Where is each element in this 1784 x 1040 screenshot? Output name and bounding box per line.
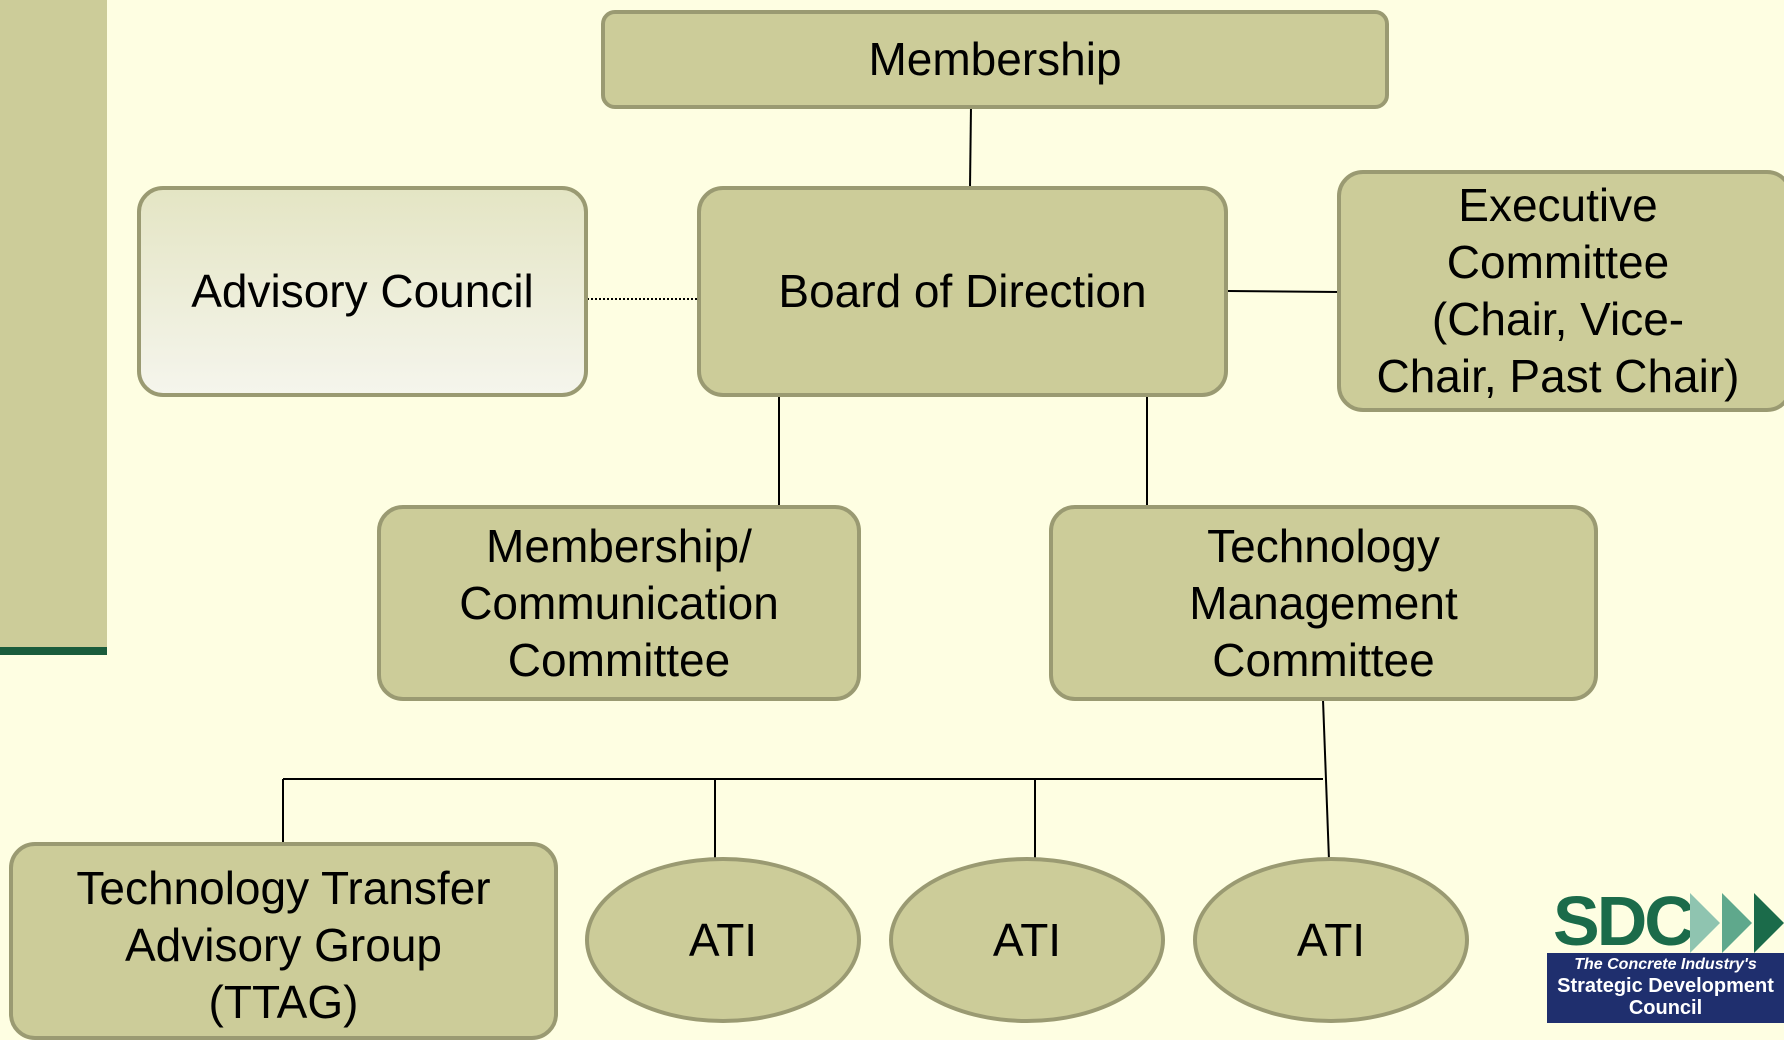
ati-3-label: ATI [1296,913,1366,966]
ttag-line-1: Technology Transfer [76,862,491,914]
connector-board-executive [1227,290,1340,293]
sdc-logo: SDC The Concrete Industry's Strategic De… [1547,882,1784,1023]
sdc-logo-top: SDC [1547,882,1784,960]
sdc-logo-banner: The Concrete Industry's Strategic Develo… [1547,953,1784,1023]
board-of-direction-box: Board of Direction [697,186,1228,397]
board-of-direction-label: Board of Direction [778,265,1147,317]
membership-communication-line-1: Membership/ [486,519,752,572]
left-accent-underline [0,647,107,655]
ati-2-ellipse: ATI [889,857,1165,1023]
advisory-council-box: Advisory Council [137,186,588,397]
sdc-logo-name-line-1: Strategic Development [1557,975,1774,997]
ati-1-label: ATI [688,913,758,966]
sdc-logo-acronym: SDC [1553,882,1695,960]
sdc-logo-name-line-2: Council [1628,997,1703,1019]
membership-communication-committee-box: Membership/ Communication Committee [377,505,861,701]
advisory-council-label: Advisory Council [191,265,534,317]
ttag-box: Technology Transfer Advisory Group (TTAG… [9,842,558,1040]
technology-management-line-2: Management [1189,576,1458,629]
executive-committee-line-3: (Chair, Vice- [1431,293,1685,345]
executive-committee-box: Executive Committee (Chair, Vice- Chair,… [1337,170,1784,412]
chevron-icon [1690,893,1720,953]
chevron-icon [1722,893,1752,953]
technology-management-line-1: Technology [1207,519,1440,572]
chevron-icon [1754,893,1784,953]
membership-label: Membership [868,33,1122,85]
ttag-line-3: (TTAG) [208,976,359,1028]
sdc-logo-tagline: The Concrete Industry's [1574,956,1757,973]
ttag-line-2: Advisory Group [124,919,442,971]
connector-tech-mgmt-down [1322,699,1330,861]
ati-3-ellipse: ATI [1193,857,1469,1023]
membership-communication-line-3: Committee [507,633,731,686]
membership-box: Membership [601,10,1389,109]
technology-management-committee-box: Technology Management Committee [1049,505,1598,701]
left-accent-bar [0,0,107,648]
membership-communication-line-2: Communication [459,576,779,629]
executive-committee-line-4: Chair, Past Chair) [1376,350,1740,402]
executive-committee-line-2: Committee [1446,236,1670,288]
technology-management-line-3: Committee [1212,633,1435,686]
executive-committee-line-1: Executive [1458,179,1658,231]
ati-2-label: ATI [992,913,1062,966]
ati-1-ellipse: ATI [585,857,861,1023]
connector-membership-board [969,105,972,188]
